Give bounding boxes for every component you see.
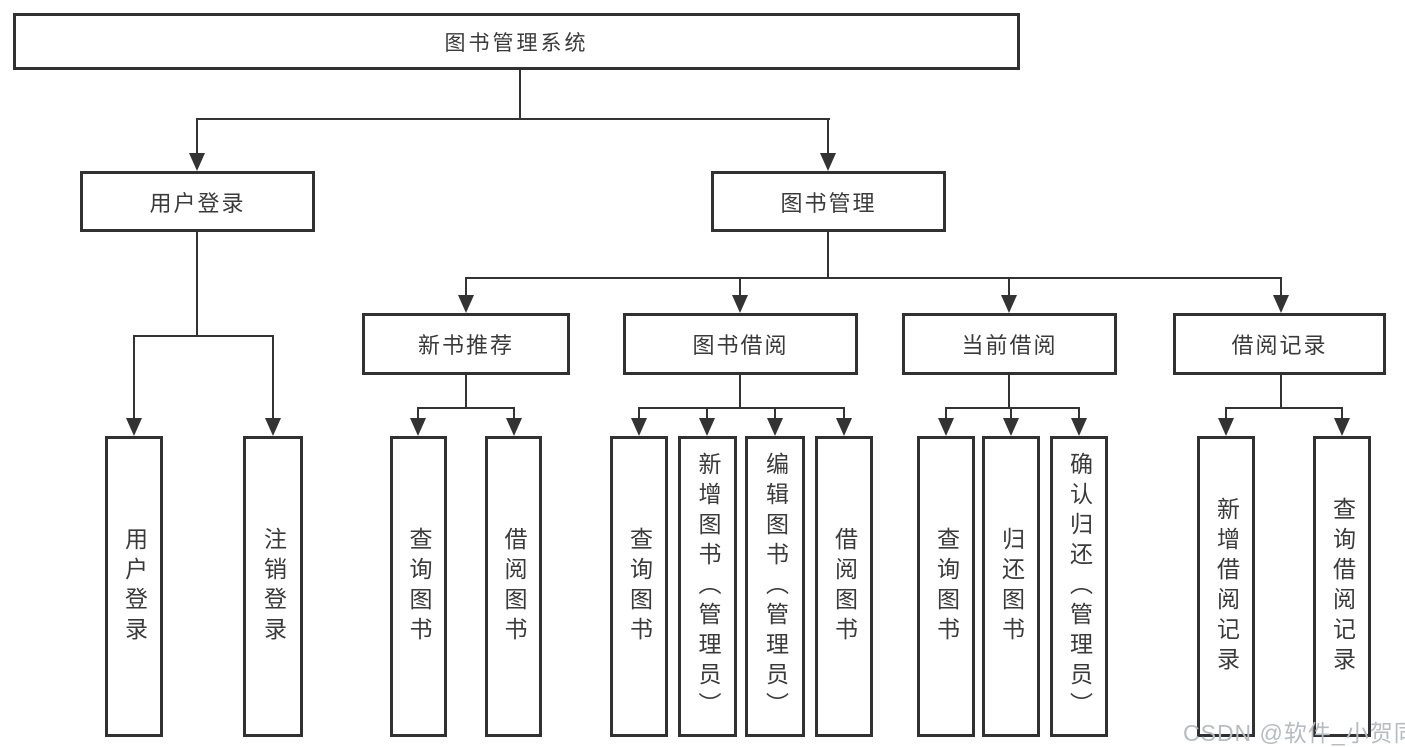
connector-rail (465, 277, 1282, 279)
leaf-label: 注销登录 (260, 526, 287, 647)
connector-line (1341, 407, 1343, 420)
connector-rail (638, 407, 845, 409)
connector-line (827, 232, 829, 279)
leaf-add-books-admin: 新增图书（管理员） (678, 436, 737, 737)
leaf-borrow-books: 借阅图书 (485, 436, 542, 737)
arrow-down-icon (938, 418, 954, 436)
arrow-down-icon (506, 418, 522, 436)
arrow-down-icon (189, 153, 205, 171)
leaf-label: 新增图书（管理员） (695, 451, 721, 722)
node-label: 借阅记录 (1231, 333, 1328, 358)
connector-line (827, 118, 829, 155)
node-current-borrowing: 当前借阅 (902, 313, 1117, 375)
connector-line (1280, 277, 1282, 297)
connector-line (417, 407, 419, 420)
arrow-down-icon (836, 418, 852, 436)
node-new-book-recommendation: 新书推荐 (362, 313, 570, 375)
leaf-label: 借阅图书 (501, 526, 527, 647)
leaf-label: 借阅图书 (831, 526, 858, 647)
connector-line (519, 70, 521, 120)
leaf-label: 归还图书 (998, 526, 1025, 647)
arrow-down-icon (1218, 418, 1234, 436)
connector-line (1010, 407, 1012, 420)
leaf-borrow-books: 借阅图书 (815, 436, 873, 737)
leaf-return-books: 归还图书 (982, 436, 1040, 737)
connector-line (272, 335, 274, 420)
arrow-down-icon (1334, 418, 1350, 436)
node-label: 当前借阅 (961, 333, 1058, 358)
connector-line (1078, 407, 1080, 420)
arrow-down-icon (1273, 295, 1289, 313)
arrow-down-icon (820, 153, 836, 171)
arrow-down-icon (1003, 418, 1019, 436)
connector-line (706, 407, 708, 420)
connector-line (196, 118, 198, 155)
connector-line (513, 407, 515, 420)
connector-rail (945, 407, 1080, 409)
leaf-confirm-return-admin: 确认归还（管理员） (1050, 436, 1108, 737)
connector-rail (196, 118, 830, 120)
leaf-label: 查询借阅记录 (1329, 496, 1356, 677)
leaf-add-borrowing-record: 新增借阅记录 (1197, 436, 1255, 737)
connector-line (739, 277, 741, 297)
leaf-query-books: 查询图书 (610, 436, 668, 737)
arrow-down-icon (699, 418, 715, 436)
connector-line (196, 232, 198, 337)
leaf-label: 新增借阅记录 (1213, 496, 1240, 677)
arrow-down-icon (126, 418, 142, 436)
leaf-label: 用户登录 (121, 526, 148, 647)
connector-rail (133, 335, 274, 337)
connector-line (465, 277, 467, 297)
csdn-watermark: CSDN @软件_小贺同学 (1183, 720, 1405, 746)
leaf-label: 编辑图书（管理员） (762, 451, 789, 722)
connector-line (843, 407, 845, 420)
connector-line (133, 335, 135, 420)
arrow-down-icon (1071, 418, 1087, 436)
node-library-management-system: 图书管理系统 (13, 13, 1020, 70)
arrow-down-icon (410, 418, 426, 436)
arrow-down-icon (458, 295, 474, 313)
node-label: 新书推荐 (417, 333, 514, 358)
connector-line (465, 375, 467, 409)
leaf-query-books: 查询图书 (917, 436, 975, 737)
arrow-down-icon (732, 295, 748, 313)
leaf-query-borrowing-record: 查询借阅记录 (1313, 436, 1371, 737)
node-label: 用户登录 (149, 190, 246, 216)
node-book-borrowing: 图书借阅 (623, 313, 858, 375)
connector-line (739, 375, 741, 409)
connector-line (638, 407, 640, 420)
connector-line (774, 407, 776, 420)
leaf-label: 查询图书 (626, 526, 653, 647)
node-label: 图书管理系统 (444, 31, 589, 55)
connector-line (1008, 375, 1010, 409)
connector-line (1225, 407, 1227, 420)
leaf-user-login: 用户登录 (105, 436, 163, 737)
leaf-logout: 注销登录 (243, 436, 303, 737)
leaf-label: 查询图书 (406, 526, 432, 647)
leaf-query-books: 查询图书 (390, 436, 447, 737)
node-borrowing-records: 借阅记录 (1173, 313, 1386, 375)
node-book-management: 图书管理 (711, 171, 946, 232)
node-user-login: 用户登录 (80, 171, 315, 232)
leaf-label: 确认归还（管理员） (1066, 451, 1093, 722)
arrow-down-icon (265, 418, 281, 436)
connector-line (945, 407, 947, 420)
arrow-down-icon (1001, 295, 1017, 313)
connector-line (1008, 277, 1010, 297)
node-label: 图书管理 (780, 190, 877, 216)
arrow-down-icon (631, 418, 647, 436)
leaf-edit-books-admin: 编辑图书（管理员） (745, 436, 805, 737)
leaf-label: 查询图书 (933, 526, 960, 647)
connector-rail (1225, 407, 1343, 409)
connector-rail (417, 407, 515, 409)
connector-line (1280, 375, 1282, 409)
arrow-down-icon (767, 418, 783, 436)
node-label: 图书借阅 (692, 333, 789, 358)
